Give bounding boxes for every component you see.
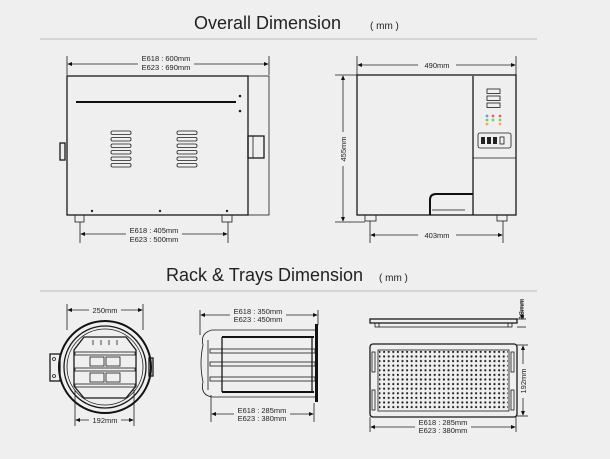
rack-length-label-e618: E618 : 350mm bbox=[234, 307, 283, 316]
rack-outer-label: 250mm bbox=[92, 306, 117, 315]
tray-length-label-e618: E618 : 285mm bbox=[419, 418, 468, 427]
rack-side-view: E618 : 350mm E623 : 450mm E618 : 285mm E… bbox=[199, 307, 319, 425]
section-unit: ( mm ) bbox=[379, 273, 408, 284]
rack-length-label-e623: E623 : 450mm bbox=[234, 315, 283, 324]
rack-inner-length-label-e618: E618 : 285mm bbox=[238, 406, 287, 415]
tray-length-label-e623: E623 : 380mm bbox=[419, 426, 468, 435]
section-title: Rack & Trays Dimension bbox=[166, 265, 363, 285]
front-width-label-e618: E618 : 600mm bbox=[142, 54, 191, 63]
rack-inner-length-label-e623: E623 : 380mm bbox=[238, 414, 287, 423]
front-feet-label-e618: E618 : 405mm bbox=[130, 226, 179, 235]
front-feet-label-e623: E623 : 500mm bbox=[130, 235, 179, 244]
section-unit: ( mm ) bbox=[370, 21, 399, 32]
tray-views: 18mm 192mm E618 : 285mm E623 : 380mm bbox=[369, 299, 528, 436]
overall-dimension-heading: Overall Dimension ( mm ) bbox=[194, 13, 399, 33]
rack-inner-label: 192mm bbox=[92, 416, 117, 425]
side-width-label: 490mm bbox=[424, 61, 449, 70]
front-width-label-e623: E623 : 690mm bbox=[142, 63, 191, 72]
rack-trays-heading: Rack & Trays Dimension ( mm ) bbox=[166, 265, 408, 285]
tray-width-label: 192mm bbox=[519, 368, 528, 393]
side-feet-label: 403mm bbox=[424, 231, 449, 240]
tray-height-label: 18mm bbox=[517, 299, 526, 320]
side-view: 490mm 455mm 403mm bbox=[335, 56, 517, 243]
side-height-label: 455mm bbox=[339, 136, 348, 161]
front-view: E618 : 600mm E623 : 690mm E618 : 405mm E… bbox=[59, 54, 270, 245]
rack-front-view: 250mm 192mm bbox=[49, 304, 154, 426]
section-title: Overall Dimension bbox=[194, 13, 341, 33]
